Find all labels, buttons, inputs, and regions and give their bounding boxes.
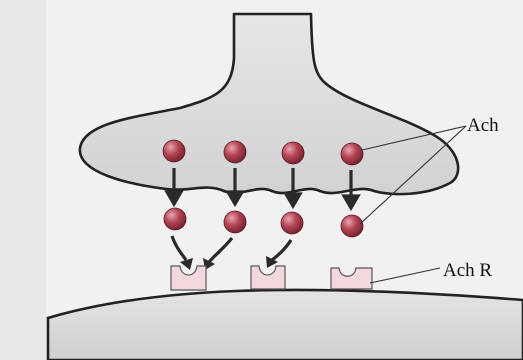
vesicle [164, 208, 186, 230]
vesicle [281, 212, 303, 234]
ach-r-label: Ach R [443, 260, 492, 281]
vesicle [341, 143, 363, 165]
ach-label: Ach [467, 115, 499, 136]
vesicle [224, 211, 246, 233]
vesicle [341, 215, 363, 237]
vesicle [163, 140, 185, 162]
vesicle [282, 142, 304, 164]
vesicle [224, 141, 246, 163]
left-margin-strip [0, 0, 46, 360]
